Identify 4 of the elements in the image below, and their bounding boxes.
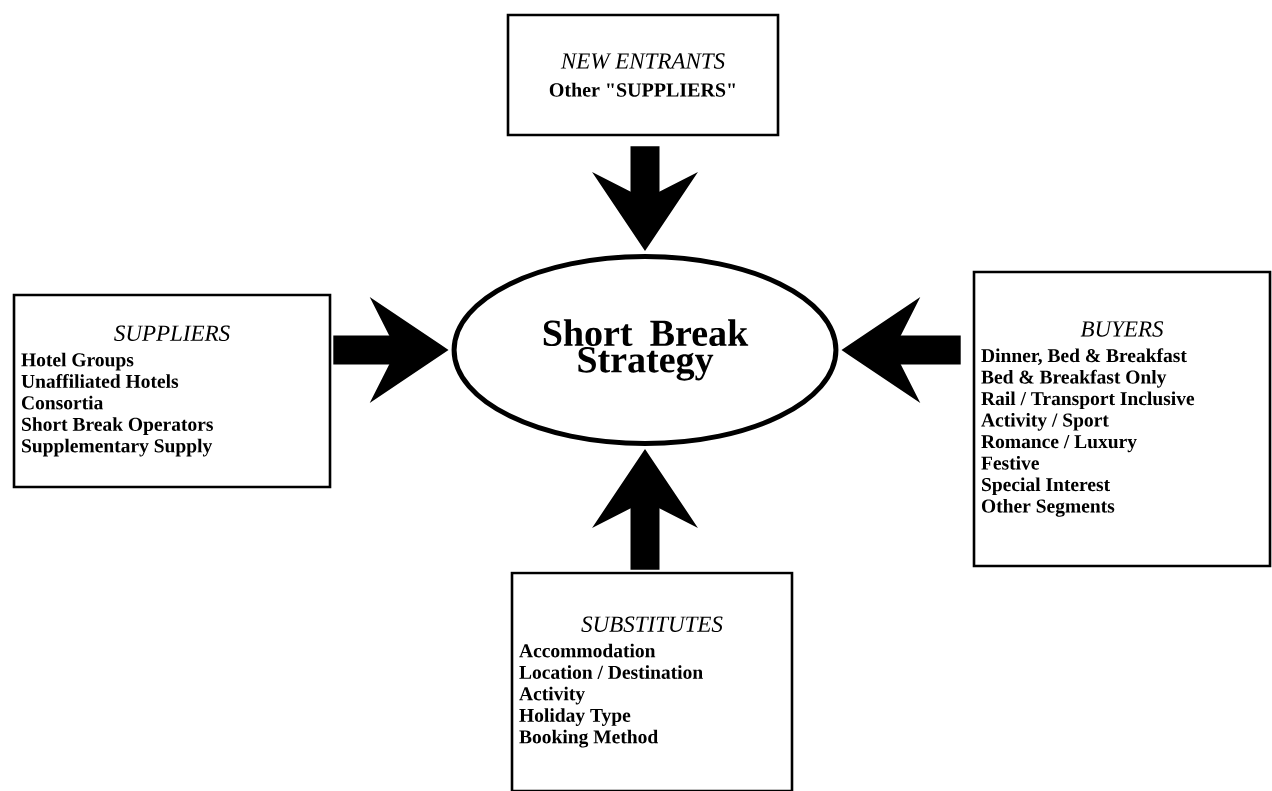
category-box: SUBSTITUTES Accommodation Location / Destination Activity Holiday Type Booking Method — [510, 571, 794, 791]
category-box: SUPPLIERS Hotel Groups Unaffiliated Hotels Consortia Short Break Operators Supplementary Supply — [12, 293, 332, 489]
category-box: BUYERS Dinner, Bed & Breakfast Bed & Breakfast Only Rail / Transport Inclusive Activity / Sport Romance / Luxury Festive Special Interest Other Segments — [972, 270, 1272, 568]
category-box: NEW ENTRANTS Other "SUPPLIERS" — [506, 13, 780, 137]
